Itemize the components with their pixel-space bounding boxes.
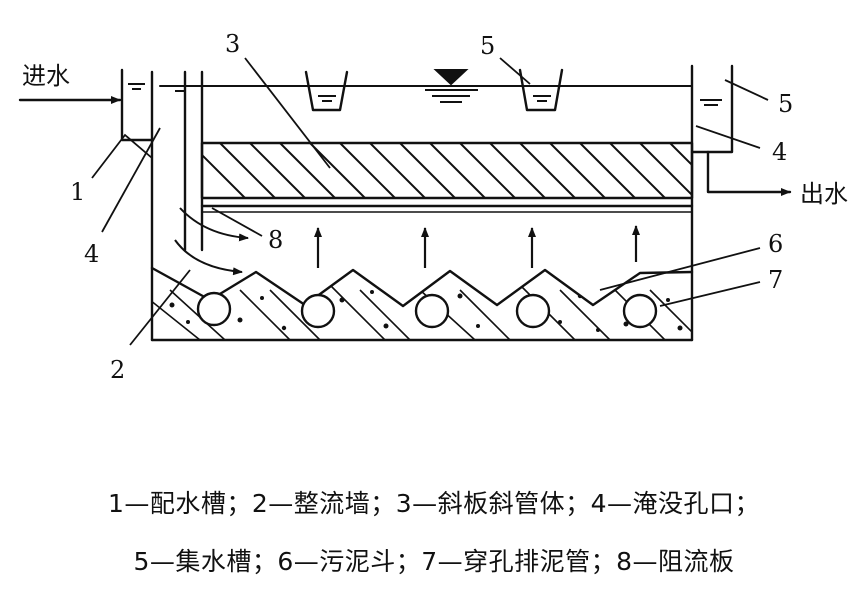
sludge-pipe-1	[196, 291, 232, 327]
level-mark-c1	[318, 95, 336, 102]
inlet-label: 进水	[22, 62, 70, 90]
level-mark-c2	[533, 95, 551, 102]
baffle-flow-arrow-1	[179, 207, 249, 242]
leader-6	[599, 247, 761, 291]
leader-3	[244, 57, 331, 169]
level-mark-left	[128, 83, 145, 90]
leader-2	[129, 269, 191, 346]
hatch-lines	[202, 143, 692, 198]
collecting-trough-1	[304, 70, 349, 112]
water-level-symbol	[433, 69, 469, 86]
sludge-pipe-2	[300, 293, 336, 329]
leader-1	[91, 133, 153, 179]
leader-5-top	[499, 57, 531, 85]
outlet-pipe	[706, 150, 792, 196]
sludge-hoppers	[150, 266, 694, 308]
sludge-pipe-3	[414, 293, 450, 329]
label-1: 1	[70, 178, 85, 206]
collecting-trough-2	[518, 68, 564, 112]
label-5-right: 5	[778, 90, 793, 118]
label-2: 2	[110, 356, 125, 384]
leader-4-left	[101, 127, 161, 233]
distribution-trough	[120, 68, 154, 142]
outlet-label: 出水	[800, 180, 848, 208]
label-8: 8	[268, 226, 283, 254]
label-4-left: 4	[84, 240, 99, 268]
label-6: 6	[768, 230, 783, 258]
legend-line-2: 5—集水槽；6—污泥斗；7—穿孔排泥管；8—阻流板	[133, 547, 735, 576]
level-mark-right	[700, 99, 722, 106]
sludge-pipe-4	[515, 293, 551, 329]
baffle-flow-arrow-2	[174, 239, 243, 276]
label-5-top: 5	[480, 32, 495, 60]
inclined-tube-module	[200, 141, 694, 200]
leader-8	[211, 207, 263, 237]
outlet-trough	[690, 64, 734, 154]
label-3: 3	[225, 30, 240, 58]
leader-5-right	[724, 79, 769, 101]
sludge-pipe-5	[622, 293, 658, 329]
water-level-lines	[425, 89, 478, 103]
legend-line-1: 1—配水槽；2—整流墙；3—斜板斜管体；4—淹没孔口；	[107, 489, 761, 518]
level-mark-trough	[170, 85, 190, 92]
leader-4-right	[695, 125, 761, 149]
leader-7	[659, 281, 761, 307]
label-7: 7	[768, 266, 783, 294]
label-4-right: 4	[772, 138, 787, 166]
